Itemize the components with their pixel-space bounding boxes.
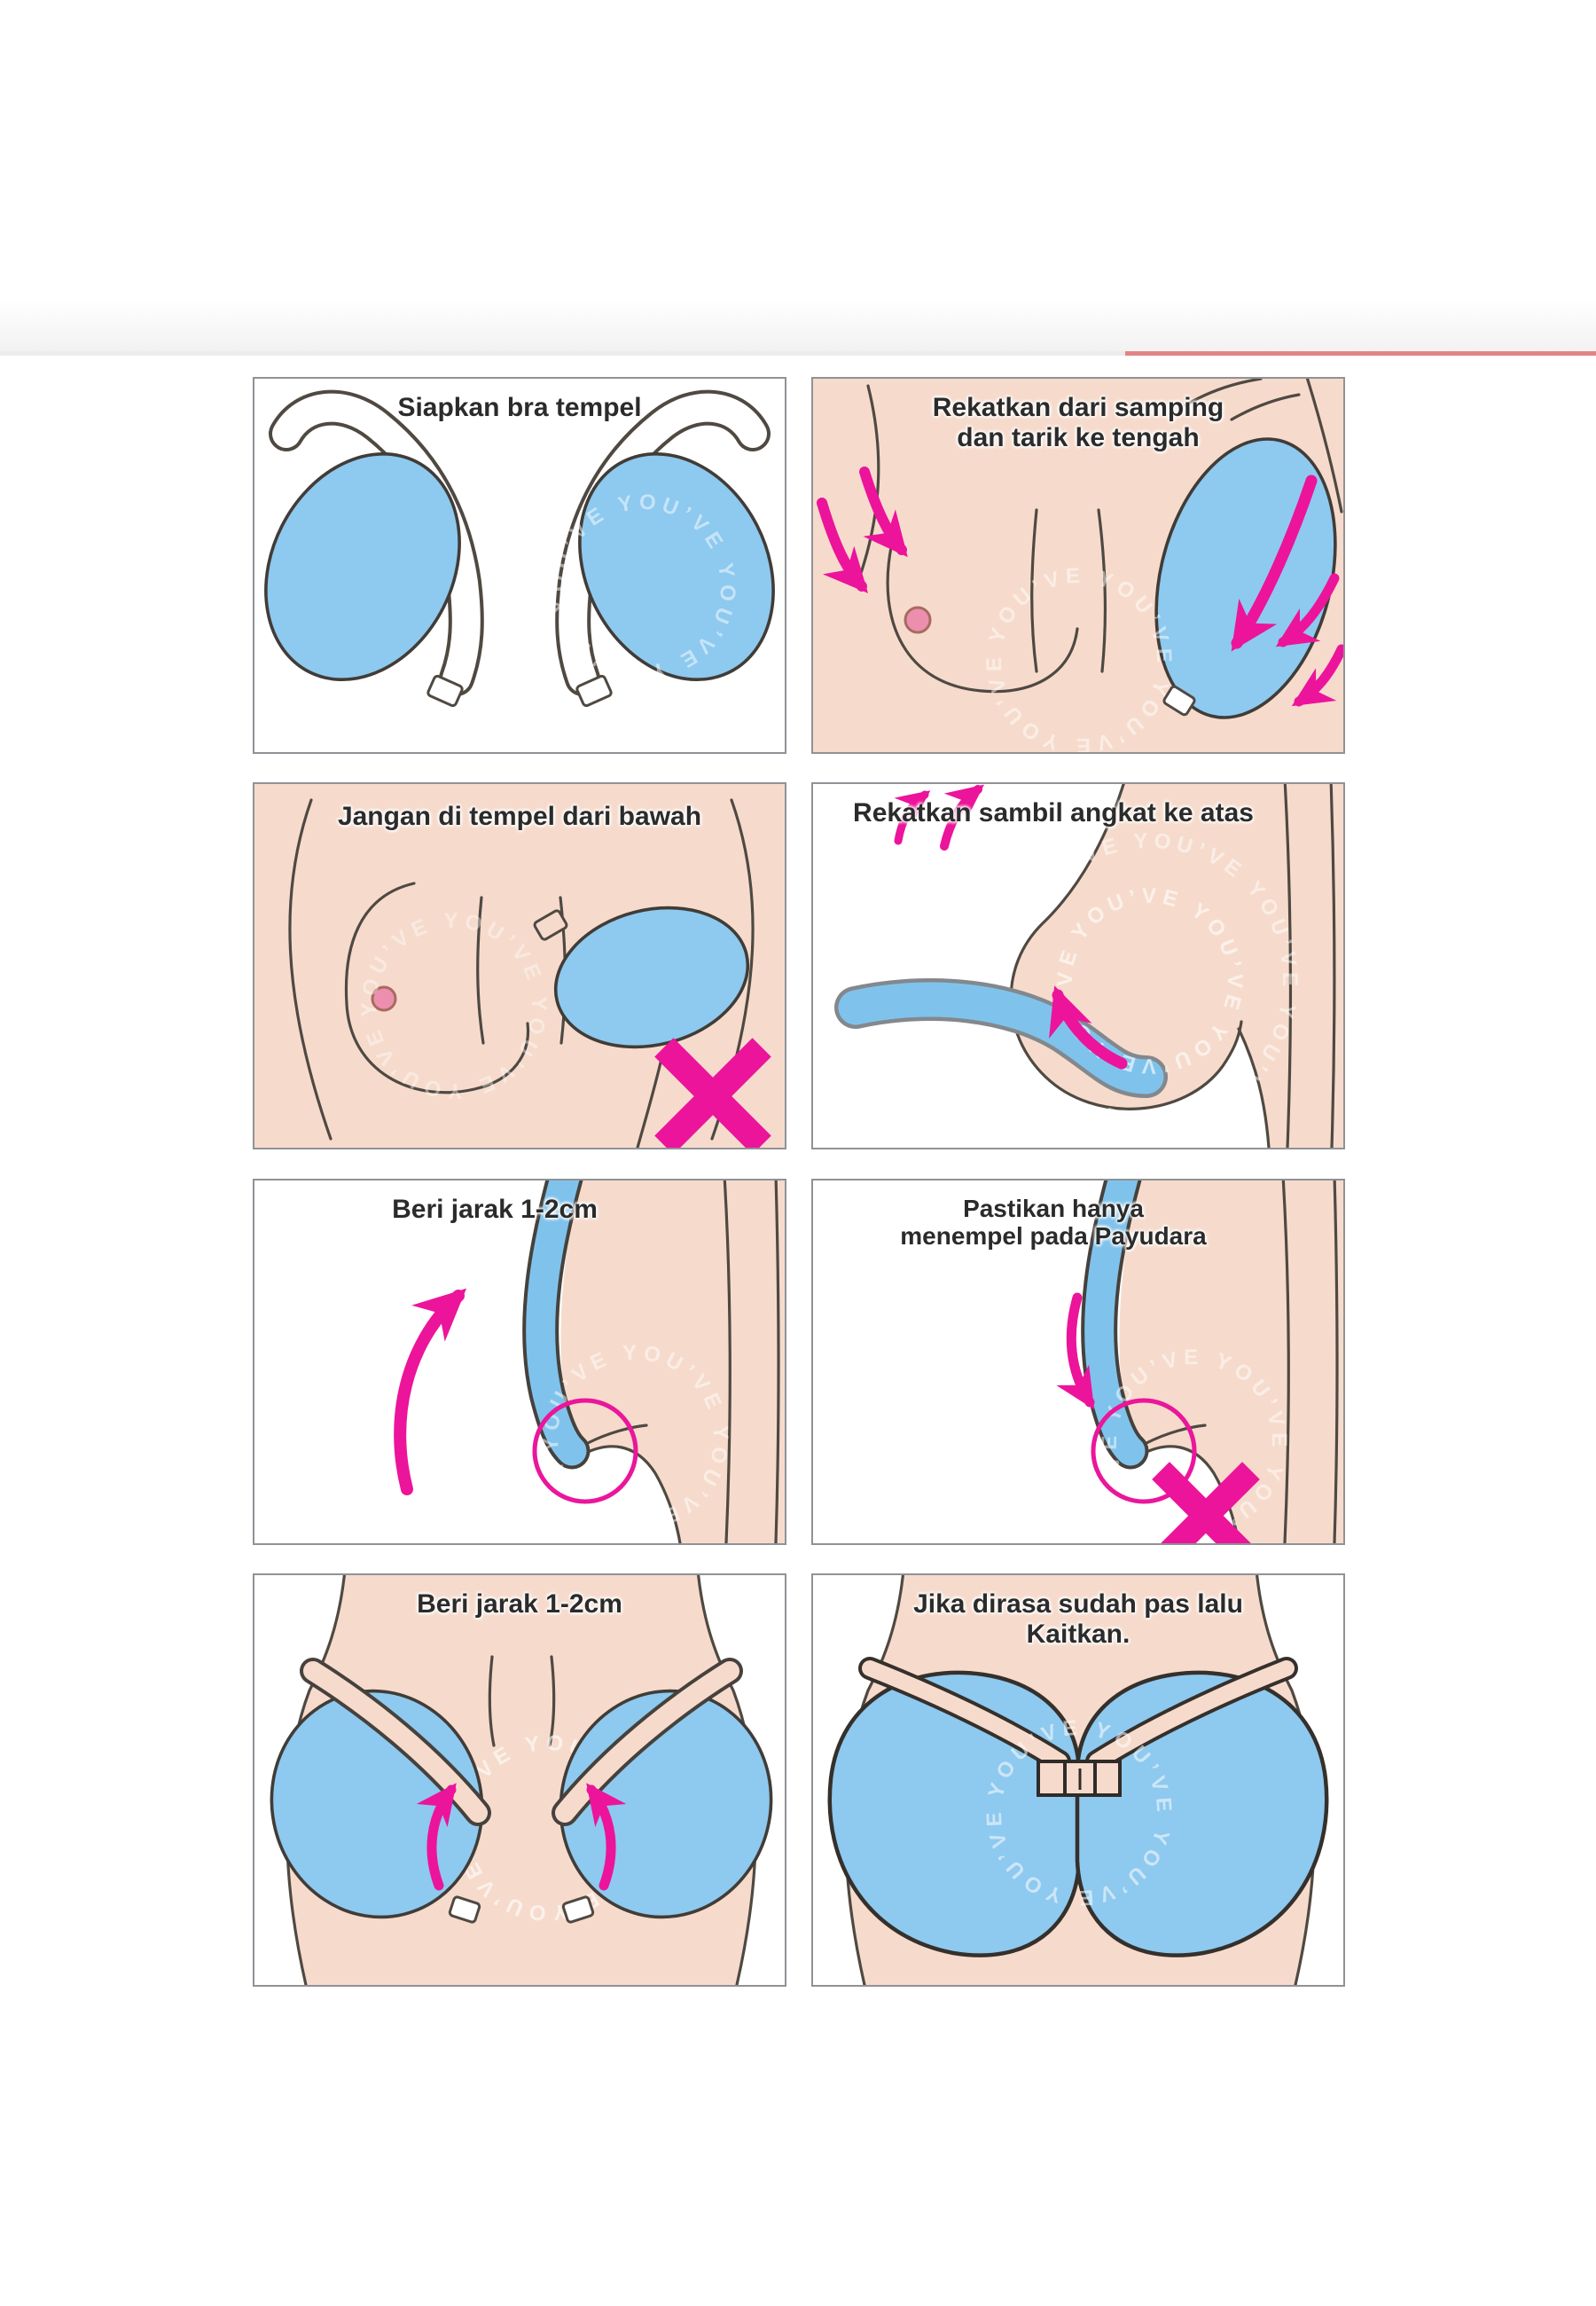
cup-tab-right bbox=[561, 1895, 595, 1924]
bra-cup bbox=[553, 906, 750, 1049]
panel-title: Jika dirasa sudah pas lalu Kaitkan. bbox=[913, 1589, 1243, 1649]
lift-arrow bbox=[394, 1288, 467, 1495]
cup-tab-left bbox=[448, 1895, 481, 1924]
body-outline bbox=[286, 1575, 757, 1985]
fasten-clasp-illustration: YOU’VE YOU’VE YOU’VE YOU’VE YOU’VE bbox=[813, 1575, 1343, 1985]
divider-accent-segment bbox=[1125, 351, 1596, 356]
bra-strip bbox=[1081, 1180, 1149, 1470]
top-divider bbox=[0, 351, 1596, 356]
gap-highlight-circle bbox=[532, 1398, 638, 1504]
leave-gap-front-illustration: YOU’VE YOU’VE YOU’VE YOU’VE YOU’VE bbox=[254, 1575, 773, 1985]
panel-title: Beri jarak 1-2cm bbox=[392, 1195, 598, 1224]
body-outline bbox=[1141, 1180, 1339, 1543]
pink-arrows bbox=[894, 784, 1128, 1070]
front-clasp bbox=[1037, 1760, 1122, 1797]
panel-title: Rekatkan sambil angkat ke atas bbox=[853, 798, 1254, 827]
do-not-attach-below-illustration: YOU’VE YOU’VE YOU’VE YOU’VE YOU’VE bbox=[254, 784, 771, 1148]
body-outline bbox=[583, 1180, 780, 1543]
nipple bbox=[904, 606, 932, 634]
stick-only-to-breast-illustration: YOU’VE YOU’VE YOU’VE YOU’VE YOU’VE bbox=[813, 1180, 1343, 1543]
panel-step-6: Pastikan hanya menempel pada Payudara YO… bbox=[811, 1179, 1345, 1545]
panel-title: Pastikan hanya menempel pada Payudara bbox=[900, 1195, 1207, 1251]
panel-title: Jangan di tempel dari bawah bbox=[337, 802, 702, 831]
strap-right bbox=[552, 1658, 743, 1826]
panel-step-1: Siapkan bra tempel YOU’VE YOU’VE YOU’VE … bbox=[253, 377, 786, 754]
attach-from-side-illustration: YOU’VE YOU’VE YOU’VE YOU’VE YOU’VE bbox=[813, 379, 1343, 752]
forbidden-x-icon bbox=[1152, 1462, 1260, 1543]
cup-tab bbox=[1162, 685, 1196, 717]
attach-while-lifting-illustration: YOU’VE YOU’VE YOU’VE YOU’VE YOU’VE YOU’V… bbox=[813, 784, 1343, 1148]
top-fade-band bbox=[0, 298, 1596, 351]
panel-step-2: Rekatkan dari samping dan tarik ke tenga… bbox=[811, 377, 1345, 754]
strap-right bbox=[1085, 1657, 1298, 1773]
bra-strip bbox=[522, 1180, 591, 1470]
bra-cup-left bbox=[264, 389, 484, 708]
leave-gap-side-illustration: YOU’VE YOU’VE YOU’VE YOU’VE YOU’VE bbox=[254, 1180, 785, 1543]
strap-left bbox=[858, 1657, 1071, 1773]
gap-highlight-circle bbox=[1091, 1398, 1197, 1504]
forbidden-x-icon bbox=[654, 1038, 771, 1148]
strap-left bbox=[300, 1658, 491, 1826]
press-arrow bbox=[1056, 1292, 1095, 1410]
panel-title: Siapkan bra tempel bbox=[397, 393, 642, 422]
pink-arrows bbox=[817, 467, 1343, 707]
panel-step-7: Beri jarak 1-2cm YOU’VE YOU’VE YOU’VE YO… bbox=[253, 1573, 786, 1987]
panel-title: Beri jarak 1-2cm bbox=[417, 1589, 622, 1619]
panel-step-3: Jangan di tempel dari bawah YOU’VE YOU’V… bbox=[253, 782, 786, 1149]
pink-arrows bbox=[416, 1783, 627, 1891]
nipple bbox=[371, 985, 397, 1012]
body-outline bbox=[1009, 784, 1336, 1148]
panel-step-5: Beri jarak 1-2cm YOU’VE YOU’VE YOU’VE YO… bbox=[253, 1179, 786, 1545]
panel-title: Rekatkan dari samping dan tarik ke tenga… bbox=[932, 393, 1224, 452]
panel-step-8: Jika dirasa sudah pas lalu Kaitkan. bbox=[811, 1573, 1345, 1987]
cup-tab bbox=[533, 909, 568, 941]
panel-step-4: Rekatkan sambil angkat ke atas YOU’VE YO… bbox=[811, 782, 1345, 1149]
divider-grey-segment bbox=[0, 351, 1125, 356]
prepare-bra-illustration: YOU’VE YOU’VE YOU’VE YOU’VE YOU’VE bbox=[254, 379, 785, 752]
